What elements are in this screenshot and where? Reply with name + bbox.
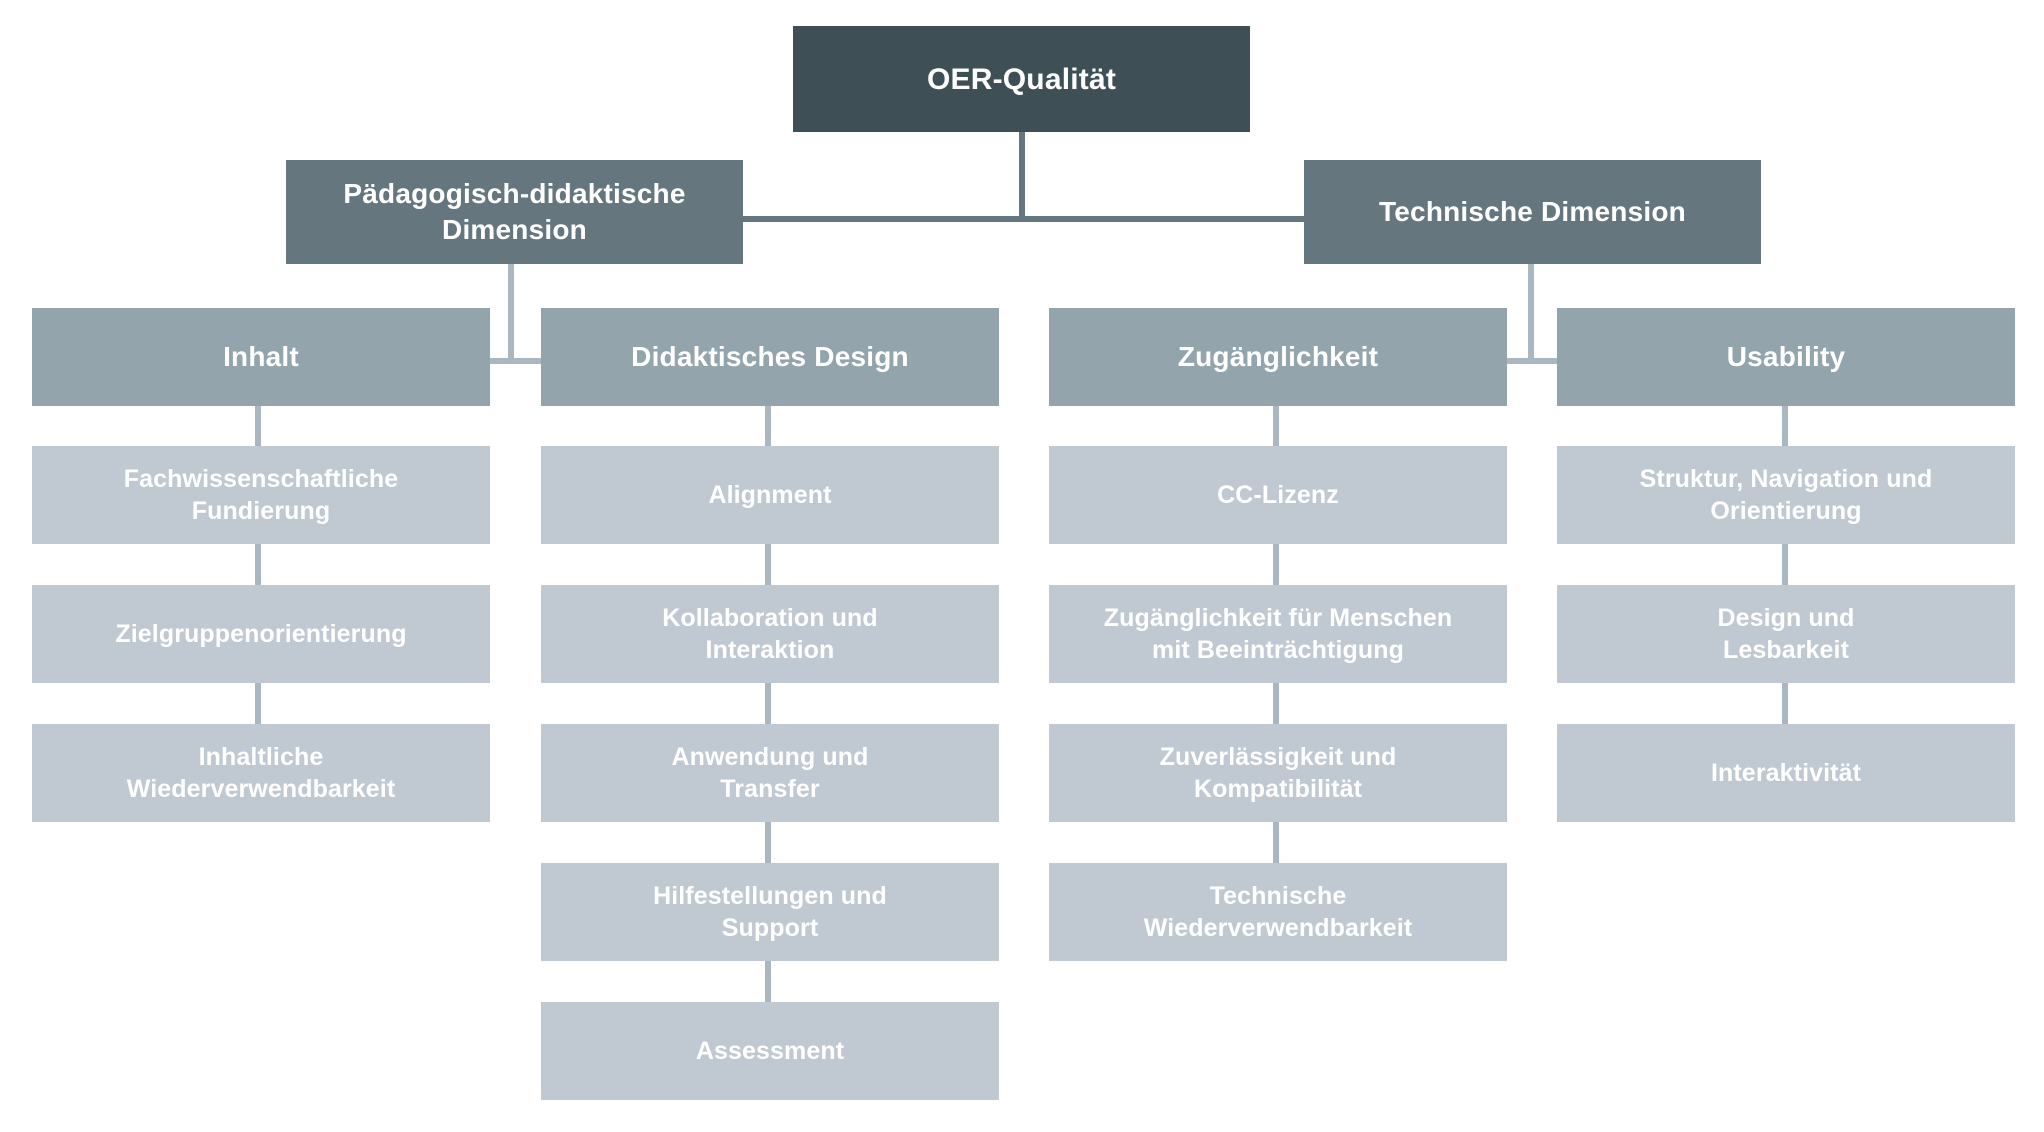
- node-criterion-struktur-navigation-und-orientierung[interactable]: Struktur, Navigation und Orientierung: [1557, 446, 2015, 544]
- node-criterion-assessment[interactable]: Assessment: [541, 1002, 999, 1100]
- connector-dim-left-stem: [508, 264, 514, 364]
- node-category-didaktisches-design[interactable]: Didaktisches Design: [541, 308, 999, 406]
- node-oer-qualitaet[interactable]: OER-Qualität: [793, 26, 1250, 132]
- node-category-usability[interactable]: Usability: [1557, 308, 2015, 406]
- node-criterion-fachwissenschaftliche-fundierung[interactable]: Fachwissenschaftliche Fundierung: [32, 446, 490, 544]
- node-category-inhalt[interactable]: Inhalt: [32, 308, 490, 406]
- node-criterion-zugaenglichkeit-fuer-menschen-mit-beeintraechtigung[interactable]: Zugänglichkeit für Menschen mit Beeinträ…: [1049, 585, 1507, 683]
- connector-dim-right-bus: [1390, 358, 1670, 364]
- node-criterion-zielgruppenorientierung[interactable]: Zielgruppenorientierung: [32, 585, 490, 683]
- node-criterion-cc-lizenz[interactable]: CC-Lizenz: [1049, 446, 1507, 544]
- node-criterion-kollaboration-und-interaktion[interactable]: Kollaboration und Interaktion: [541, 585, 999, 683]
- node-criterion-hilfestellungen-und-support[interactable]: Hilfestellungen und Support: [541, 863, 999, 961]
- node-criterion-technische-wiederverwendbarkeit[interactable]: Technische Wiederverwendbarkeit: [1049, 863, 1507, 961]
- node-criterion-zuverlaessigkeit-und-kompatibilitaet[interactable]: Zuverlässigkeit und Kompatibilität: [1049, 724, 1507, 822]
- node-criterion-alignment[interactable]: Alignment: [541, 446, 999, 544]
- connector-root-bus: [740, 216, 1540, 222]
- node-criterion-interaktivitaet[interactable]: Interaktivität: [1557, 724, 2015, 822]
- node-paedagogisch-didaktische-dimension[interactable]: Pädagogisch-didaktische Dimension: [286, 160, 743, 264]
- node-criterion-design-und-lesbarkeit[interactable]: Design und Lesbarkeit: [1557, 585, 2015, 683]
- node-criterion-anwendung-und-transfer[interactable]: Anwendung und Transfer: [541, 724, 999, 822]
- connector-dim-right-stem: [1528, 264, 1534, 364]
- node-technische-dimension[interactable]: Technische Dimension: [1304, 160, 1761, 264]
- node-criterion-inhaltliche-wiederverwendbarkeit[interactable]: Inhaltliche Wiederverwendbarkeit: [32, 724, 490, 822]
- connector-spine-didaktisches-design: [765, 406, 771, 1011]
- connector-root-stem: [1019, 132, 1025, 222]
- connector-dim-left-bus: [370, 358, 650, 364]
- node-category-zugaenglichkeit[interactable]: Zugänglichkeit: [1049, 308, 1507, 406]
